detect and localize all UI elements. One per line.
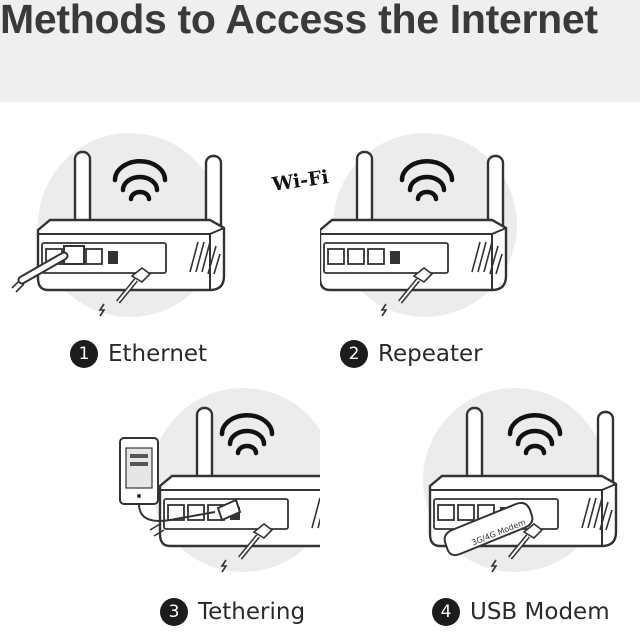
method-panel-tethering: 3 Tethering [0,380,320,643]
method-label: Ethernet [108,341,208,367]
page-title: Methods to Access the Internet [0,0,598,42]
method-number-badge: 2 [340,340,368,368]
method-number-badge: 1 [70,340,98,368]
method-panel-ethernet: 1 Ethernet [0,130,320,393]
header-bar: Methods to Access the Internet [0,0,640,102]
repeater-illustration [320,133,517,340]
method-caption: 3 Tethering [160,598,305,626]
method-panel-usb-modem: 3G/4G Modem 4 USB Modem [320,380,640,643]
method-label: USB Modem [470,599,610,625]
method-panel-repeater: Wi-Fi 2 Repeater [271,130,640,393]
phone-icon [119,437,216,537]
method-caption: 1 Ethernet [70,340,207,368]
method-number-badge: 3 [160,598,188,626]
method-label: Tethering [198,599,306,625]
ethernet-cable-icon [11,245,85,293]
ethernet-illustration [11,133,320,340]
method-number-badge: 4 [432,598,460,626]
usb-modem-icon [443,501,534,557]
method-caption: 2 Repeater [340,340,483,368]
usb-modem-illustration [423,388,640,590]
tethering-illustration [119,388,320,590]
method-label: Repeater [378,341,483,367]
method-caption: 4 USB Modem [432,598,610,626]
